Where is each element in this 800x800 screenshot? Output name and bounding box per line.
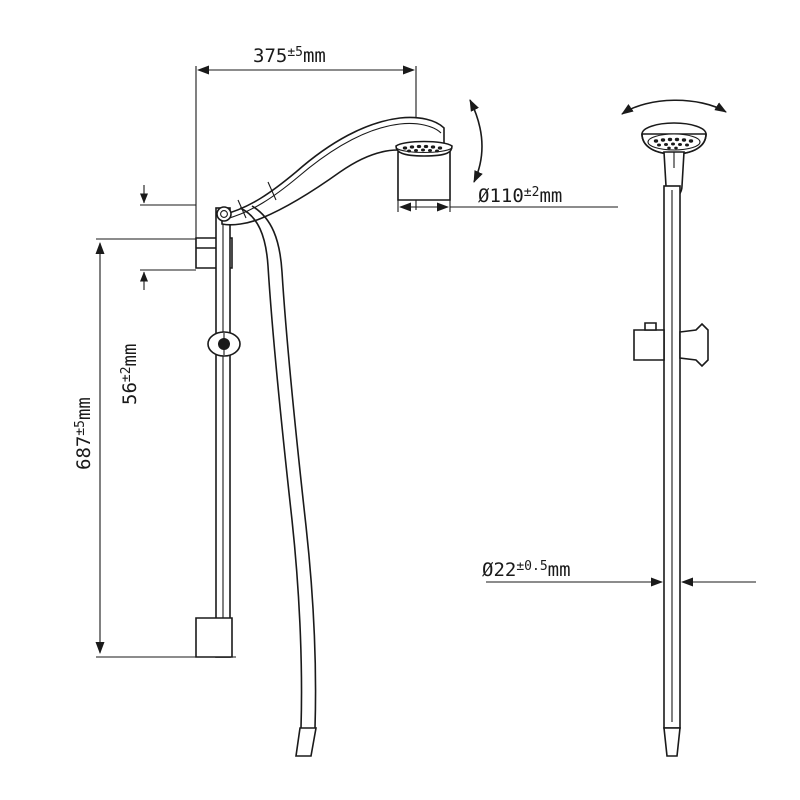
slide-rail [215,207,231,658]
dimension-bracket-offset-label: 56±2mm [119,344,141,405]
dimension-rail-diameter-label: Ø22±0.5mm [482,559,571,581]
slide-rail-front [663,185,681,757]
bottom-wall-bracket [195,617,233,658]
dimension-head-diameter: Ø110±2mm [397,152,618,212]
head-swivel-arrow [621,99,727,115]
dimension-reach: 375±5mm [195,45,417,248]
dimension-rail-length: 687±5mm [73,238,236,658]
dimension-bracket-offset: 56±2mm [119,185,196,405]
dimension-reach-label: 375±5mm [253,45,326,67]
dimension-rail-diameter: Ø22±0.5mm [482,559,756,587]
dimension-head-diameter-label: Ø110±2mm [478,185,562,207]
rail-slider-bracket [207,331,241,357]
shower-hose [239,205,317,757]
head-tilt-arrow [469,99,483,183]
hand-shower [216,116,453,226]
rail-slider-bracket-front [633,322,709,368]
dimension-rail-length-label: 687±5mm [73,397,95,470]
spray-nozzles-front [653,137,694,150]
